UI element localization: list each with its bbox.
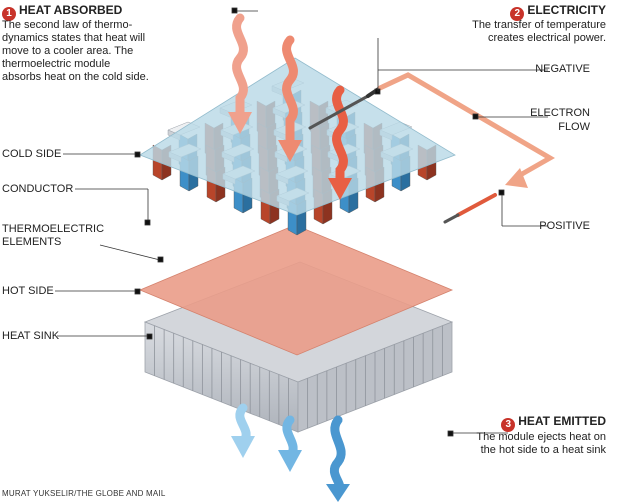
leader-lines bbox=[55, 7, 548, 437]
step-number-badge: 3 bbox=[501, 418, 516, 432]
section-title: ELECTRICITY bbox=[527, 3, 606, 17]
label-positive: POSITIVE bbox=[539, 220, 590, 232]
text-line: The module ejects heat on bbox=[476, 431, 606, 443]
text-line: the hot side to a heat sink bbox=[480, 444, 606, 456]
heat-emitted-arrows bbox=[231, 403, 350, 502]
label-line: THERMOELECTRIC bbox=[2, 223, 105, 235]
label-line: ELECTRON bbox=[530, 107, 590, 119]
label-line: FLOW bbox=[558, 121, 590, 133]
text-line: move to a cooler area. The bbox=[2, 45, 134, 57]
section-heat-emitted-text: The module ejects heat on the hot side t… bbox=[476, 431, 606, 457]
heat-absorbed-arrows bbox=[228, 13, 352, 200]
step-number-badge: 1 bbox=[2, 7, 16, 21]
label-negative: NEGATIVE bbox=[535, 63, 590, 75]
text-line: absorbs heat on the cold side. bbox=[2, 71, 149, 83]
label-heat-sink: HEAT SINK bbox=[2, 330, 60, 342]
label-cold-side: COLD SIDE bbox=[2, 148, 62, 160]
step-number-badge: 2 bbox=[510, 7, 525, 21]
text-line: creates electrical power. bbox=[488, 32, 606, 44]
text-line: The transfer of temperature bbox=[472, 19, 606, 31]
section-title: HEAT EMITTED bbox=[518, 414, 606, 428]
label-line: ELEMENTS bbox=[2, 236, 62, 248]
label-hot-side: HOT SIDE bbox=[2, 285, 54, 297]
text-line: The second law of thermo- bbox=[2, 19, 133, 31]
text-line: thermoelectric module bbox=[2, 58, 111, 70]
section-heat-absorbed-text: The second law of thermo- dynamics state… bbox=[2, 19, 242, 84]
hot-side-plate bbox=[138, 224, 454, 356]
text-line: dynamics states that heat will bbox=[2, 32, 146, 44]
label-thermoelectric-elements: THERMOELECTRIC ELEMENTS bbox=[2, 223, 104, 249]
label-electron-flow: ELECTRON FLOW bbox=[530, 106, 590, 134]
label-conductor: CONDUCTOR bbox=[2, 183, 74, 195]
credit-line: MURAT YUKSELIR/THE GLOBE AND MAIL bbox=[2, 489, 166, 498]
section-electricity-text: The transfer of temperature creates elec… bbox=[472, 19, 606, 45]
section-title: HEAT ABSORBED bbox=[19, 3, 123, 17]
